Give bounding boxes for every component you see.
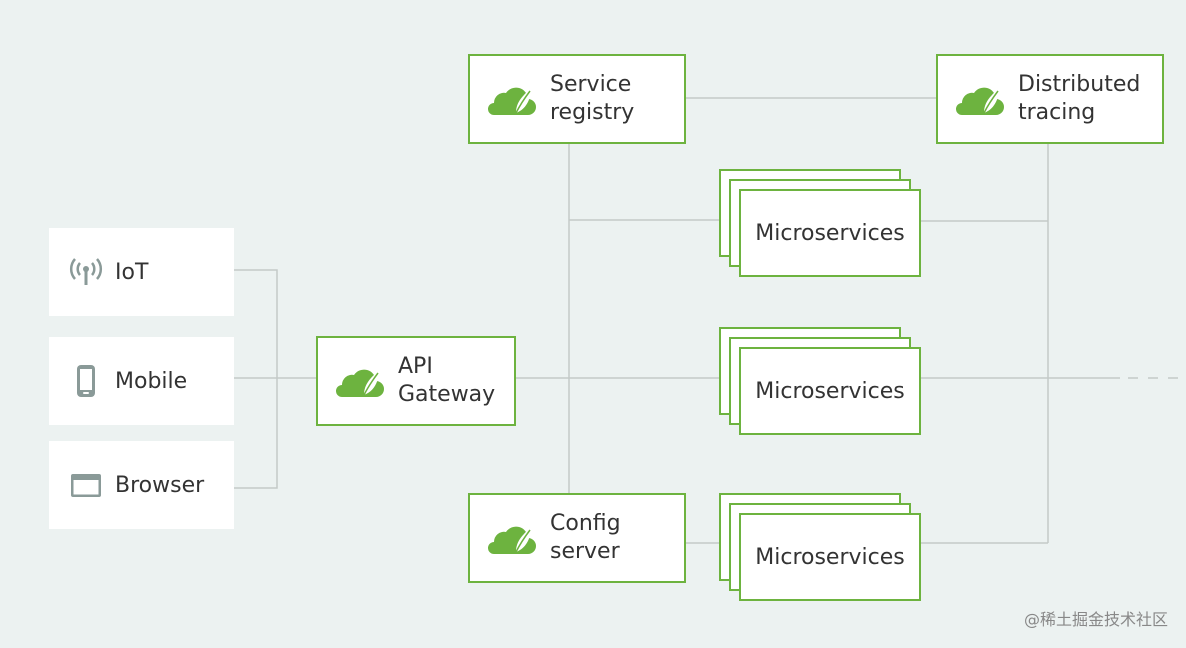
api-gateway-line2: Gateway [398,382,496,407]
config-server-line2: server [550,539,620,564]
mobile-phone-icon [69,364,103,398]
config-server-box: Config server [468,493,686,583]
client-label: Mobile [115,368,188,394]
distributed-tracing-box: Distributed tracing [936,54,1164,144]
service-registry-line1: Service [550,72,632,97]
client-label: Browser [115,472,205,498]
spring-cloud-leaf-icon [336,369,384,397]
client-bracket-line [234,269,278,489]
client-browser: Browser [49,441,234,529]
spring-cloud-leaf-icon [488,526,536,554]
microservices-stack-top: Microservices [719,169,921,279]
microservices-label: Microservices [755,220,905,246]
service-registry-box: Service registry [468,54,686,144]
client-label: IoT [115,259,149,285]
browser-window-icon [69,468,103,502]
watermark: @稀土掘金技术社区 [1023,610,1168,629]
antenna-icon [69,255,103,289]
microservices-card-front: Microservices [739,513,921,601]
client-iot: IoT [49,228,234,316]
distributed-tracing-line1: Distributed [1018,72,1141,97]
microservices-label: Microservices [755,544,905,570]
service-registry-line2: registry [550,100,635,125]
service-registry-label: Service registry [550,71,634,127]
config-server-line1: Config [550,511,621,536]
microservices-stack-middle: Microservices [719,327,921,437]
api-gateway-label: API Gateway [398,353,495,409]
microservices-label: Microservices [755,378,905,404]
client-mobile: Mobile [49,337,234,425]
microservices-stack-bottom: Microservices [719,493,921,603]
api-gateway-line1: API [398,354,433,379]
spring-cloud-leaf-icon [956,87,1004,115]
distributed-tracing-label: Distributed tracing [1018,71,1140,127]
distributed-tracing-line2: tracing [1018,100,1096,125]
config-server-label: Config server [550,510,621,566]
microservices-card-front: Microservices [739,189,921,277]
microservices-card-front: Microservices [739,347,921,435]
spring-cloud-leaf-icon [488,87,536,115]
api-gateway-box: API Gateway [316,336,516,426]
